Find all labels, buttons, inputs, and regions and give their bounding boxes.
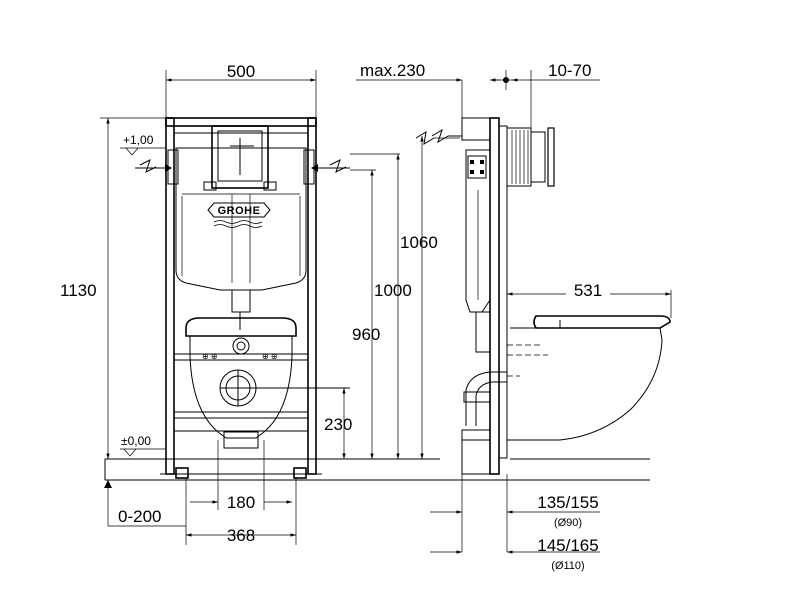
dimension-depth: 531 — [507, 280, 672, 318]
water-inlet-left — [135, 159, 172, 173]
plate-label: 10-70 — [548, 61, 591, 80]
waste-outlet-front — [219, 369, 350, 407]
dimension-height: 1130 — [60, 117, 166, 459]
dimension-bowl-height: 1000 — [350, 153, 412, 459]
dimension-bottom-width: 368 — [185, 478, 297, 545]
pipe1-label: 135/155 — [537, 493, 598, 512]
level-floor-marker: ±0,00 — [120, 434, 165, 457]
flush-plate-side — [506, 127, 555, 187]
floor-offset-label: 0-200 — [118, 507, 161, 526]
dimension-outlet-height: 960 — [350, 169, 380, 459]
floor-line-front — [104, 458, 440, 481]
dimension-frame-height: 1060 — [400, 131, 460, 459]
floor-line-side — [440, 458, 650, 481]
pipe1-dia-label: (Ø90) — [554, 517, 582, 529]
bottom-width-label: 368 — [227, 526, 255, 545]
svg-text:⊕ ⊕: ⊕ ⊕ — [262, 352, 278, 361]
bowl-height-label: 1000 — [374, 281, 412, 300]
water-inlet-side — [431, 128, 462, 144]
pipe2-label: 145/165 — [537, 536, 598, 555]
flush-pipe — [231, 289, 251, 330]
cistern — [167, 147, 315, 291]
level-top-marker: +1,00 — [120, 133, 165, 156]
wc-bowl-front: ⊕ ⊕ ⊕ ⊕ — [185, 317, 297, 449]
brand-logo: GROHE — [207, 202, 271, 228]
frame-height-label: 1060 — [400, 233, 438, 252]
width-label: 500 — [227, 62, 255, 81]
center-label: 180 — [227, 493, 255, 512]
brand-label: GROHE — [218, 205, 261, 217]
max-label: max.230 — [360, 61, 425, 80]
dimension-pipe1: 135/155 (Ø90) — [430, 474, 600, 552]
height-label: 1130 — [60, 281, 97, 300]
flush-plate-front — [203, 125, 277, 191]
level-top-label: +1,00 — [123, 133, 154, 147]
pipe2-dia-label: (Ø110) — [551, 560, 584, 572]
wc-bowl-side — [506, 315, 671, 441]
outlet-height-label: 960 — [352, 325, 380, 344]
side-frame — [461, 117, 508, 475]
dimension-waste-height: 230 — [324, 388, 352, 459]
dimension-plate: 10-70 — [512, 61, 600, 128]
water-inlet-right — [311, 159, 350, 173]
dimension-center: 180 — [190, 440, 292, 512]
dimension-pipe2: 145/165 (Ø110) — [430, 536, 600, 572]
svg-text:⊕ ⊕: ⊕ ⊕ — [202, 352, 218, 361]
dimension-floor-offset: 0-200 — [104, 480, 186, 527]
dimension-width: 500 — [165, 62, 317, 118]
front-frame — [160, 117, 322, 479]
waste-height-label: 230 — [324, 415, 352, 434]
level-floor-label: ±0,00 — [121, 434, 151, 448]
waste-bend-side — [463, 371, 507, 426]
depth-label: 531 — [574, 281, 602, 300]
dimension-max: max.230 — [356, 61, 516, 118]
